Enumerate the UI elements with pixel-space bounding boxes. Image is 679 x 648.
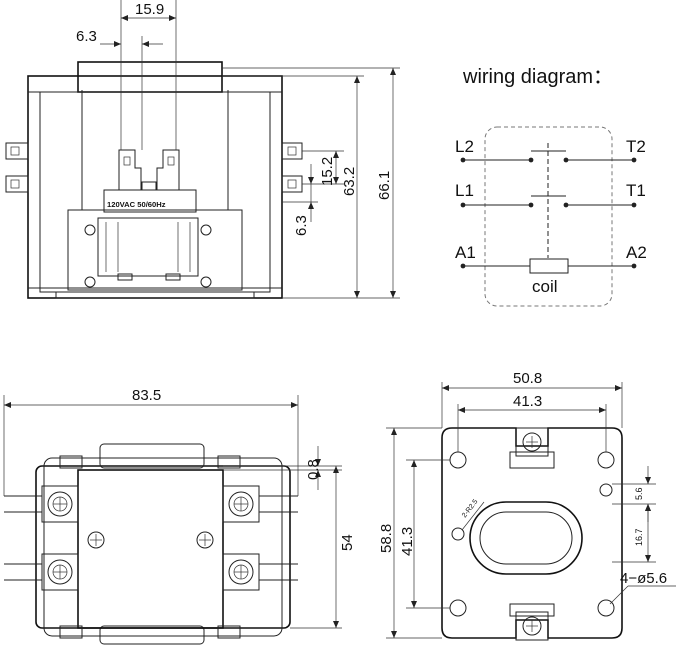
dim-terminal-bottom: 6.3 (293, 215, 310, 236)
front-top-block (77, 61, 223, 93)
front-view-dimensions: 15.9 6.3 15.2 6.3 63.2 66.1 (76, 0, 400, 299)
dim-mount-outer-width: 50.8 (513, 370, 542, 387)
mount-holes (449, 451, 615, 617)
coil-terminals (118, 149, 180, 191)
mount-view-dimensions: 50.8 41.3 58.8 41.3 5.6 16.7 4−ø5.6 2-R2… (378, 370, 676, 639)
front-inner-frame (39, 91, 271, 293)
side-pins (4, 495, 298, 581)
mount-terminal-screws (515, 427, 549, 641)
wiring-title: wiring diagram： (462, 66, 613, 88)
dim-terminal-pitch: 15.2 (319, 157, 336, 186)
dim-slot-small: 5.6 (634, 487, 644, 500)
label-l2: L2 (455, 137, 474, 156)
cover-screws (87, 531, 214, 549)
dim-top-view-height: 54 (339, 534, 356, 551)
label-coil: coil (532, 277, 558, 296)
coil-symbol (529, 258, 569, 274)
front-view: 120VAC 50/60Hz (5, 61, 303, 299)
mount-plate-outline (441, 427, 623, 639)
label-l1: L1 (455, 181, 474, 200)
center-oval-outer (469, 501, 583, 575)
dim-top-width: 15.9 (135, 1, 164, 18)
coil-rating-text: 120VAC 50/60Hz (107, 200, 166, 209)
dim-holes: 4−ø5.6 (620, 570, 667, 587)
dim-offset: 6.3 (76, 28, 97, 45)
mount-view (441, 427, 623, 641)
top-cover (77, 469, 224, 629)
wiring-enclosure (484, 126, 613, 307)
top-view (4, 443, 298, 645)
dim-gap: 0.8 (305, 459, 322, 480)
wiring-diagram: wiring diagram： L2 T2 L1 T1 A1 A2 coil (455, 66, 647, 307)
label-a1: A1 (455, 243, 476, 262)
dim-mount-inner-width: 41.3 (513, 393, 542, 410)
top-view-dimensions: 83.5 0.8 54 (3, 387, 356, 629)
label-t2: T2 (626, 137, 646, 156)
label-a2: A2 (626, 243, 647, 262)
label-t1: T1 (626, 181, 646, 200)
coil-body (67, 209, 243, 291)
dim-slot-pitch: 16.7 (634, 528, 644, 546)
terminal-screws (41, 485, 260, 591)
dim-total-height: 66.1 (376, 171, 393, 200)
left-terminals (5, 142, 29, 193)
dim-inner-height: 63.2 (341, 167, 358, 196)
dim-top-view-width: 83.5 (132, 387, 161, 404)
dim-mount-outer-height: 58.8 (378, 524, 395, 553)
front-housing-outline (27, 75, 283, 299)
right-terminals (281, 142, 303, 193)
top-view-outline (35, 465, 291, 629)
dim-mount-inner-height: 41.3 (399, 527, 416, 556)
